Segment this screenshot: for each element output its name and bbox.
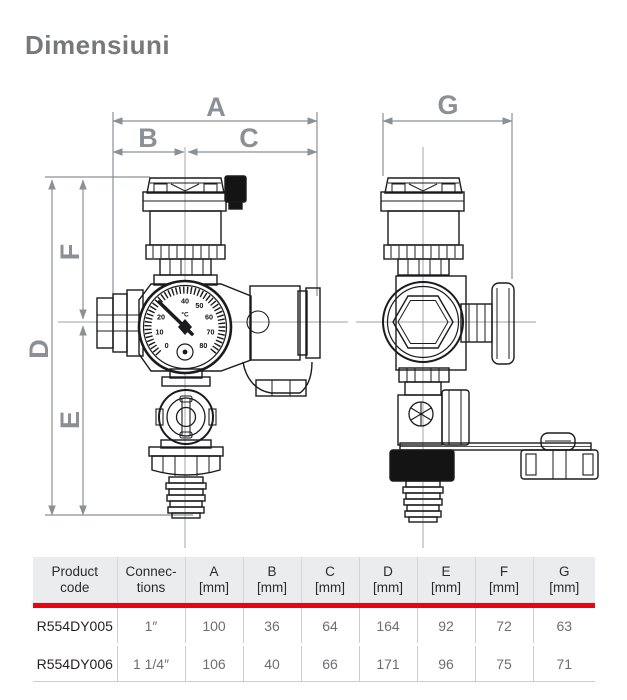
gauge-unit: °C	[181, 311, 189, 319]
gauge-num-10: 10	[156, 328, 164, 337]
header-connections: Connec-tions	[117, 557, 186, 608]
cell-connections: 1 1/4″	[117, 643, 186, 682]
header-dim-e: E[mm]	[417, 557, 476, 608]
dim-label-d: D	[24, 339, 54, 359]
cell-dim-c: 64	[301, 604, 360, 645]
gauge-num-20: 20	[157, 313, 165, 322]
temperature-gauge	[137, 279, 233, 375]
dim-label-c: C	[239, 123, 259, 153]
drain-valve-side	[397, 367, 470, 446]
gauge-logo	[176, 343, 194, 361]
cell-connections: 1″	[117, 604, 186, 645]
drain-valve-front	[155, 368, 217, 449]
cell-dim-g: 71	[533, 643, 595, 682]
cell-dim-e: 92	[417, 604, 476, 645]
cell-dim-a: 106	[185, 643, 244, 682]
cell-dim-d: 171	[359, 643, 418, 682]
dimension-lines-front	[45, 112, 318, 516]
cell-dim-e: 96	[417, 643, 476, 682]
dim-label-a: A	[206, 92, 226, 122]
gauge-num-60: 60	[205, 313, 213, 322]
spare-cap	[520, 449, 599, 480]
cell-dim-a: 100	[185, 604, 244, 645]
cell-dim-b: 36	[243, 604, 302, 645]
side-view-drawing	[380, 177, 599, 523]
gauge-num-80: 80	[199, 341, 207, 350]
table-row: R554DY006 1 1/4″ 106 40 66 171 96 75 71	[33, 643, 595, 682]
hose-connection-front	[148, 446, 224, 519]
header-dim-g: G[mm]	[533, 557, 595, 608]
hex-body-side	[382, 275, 515, 371]
header-dim-b: B[mm]	[243, 557, 302, 608]
cell-dim-f: 75	[475, 643, 534, 682]
air-vent-front	[142, 175, 247, 276]
dim-label-g: G	[437, 90, 458, 120]
front-view-drawing	[96, 175, 321, 519]
black-nut	[389, 449, 455, 482]
header-dim-c: C[mm]	[301, 557, 360, 608]
cell-dim-g: 63	[533, 604, 595, 645]
cap-holder-bracket	[399, 432, 599, 480]
dim-label-e: E	[55, 411, 85, 429]
dim-label-b: B	[138, 123, 158, 153]
gauge-num-50: 50	[195, 301, 203, 310]
gauge-num-70: 70	[207, 328, 215, 337]
cell-product-code: R554DY005	[33, 604, 118, 645]
gauge-scale: 0 10 20 40 50 60 70 80 °C	[156, 297, 215, 350]
table-row: R554DY005 1″ 100 36 64 164 92 72 63	[33, 604, 595, 645]
hose-connection-side	[389, 449, 455, 523]
gauge-num-0: 0	[165, 341, 169, 350]
cell-dim-d: 164	[359, 604, 418, 645]
cell-dim-b: 40	[243, 643, 302, 682]
page-title: Dimensiuni	[25, 30, 171, 60]
air-vent-side	[380, 177, 465, 276]
cell-dim-c: 66	[301, 643, 360, 682]
dimension-lines-side	[382, 113, 513, 279]
gauge-num-40: 40	[181, 297, 189, 306]
dim-label-f: F	[55, 244, 85, 261]
header-dim-a: A[mm]	[185, 557, 244, 608]
handwheel-knob	[491, 282, 515, 365]
cell-product-code: R554DY006	[33, 643, 118, 682]
header-dim-f: F[mm]	[475, 557, 534, 608]
cell-dim-f: 72	[475, 604, 534, 645]
vent-black-knob	[224, 175, 247, 203]
header-dim-d: D[mm]	[359, 557, 418, 608]
technical-drawings: A B C D E F G	[24, 90, 599, 548]
